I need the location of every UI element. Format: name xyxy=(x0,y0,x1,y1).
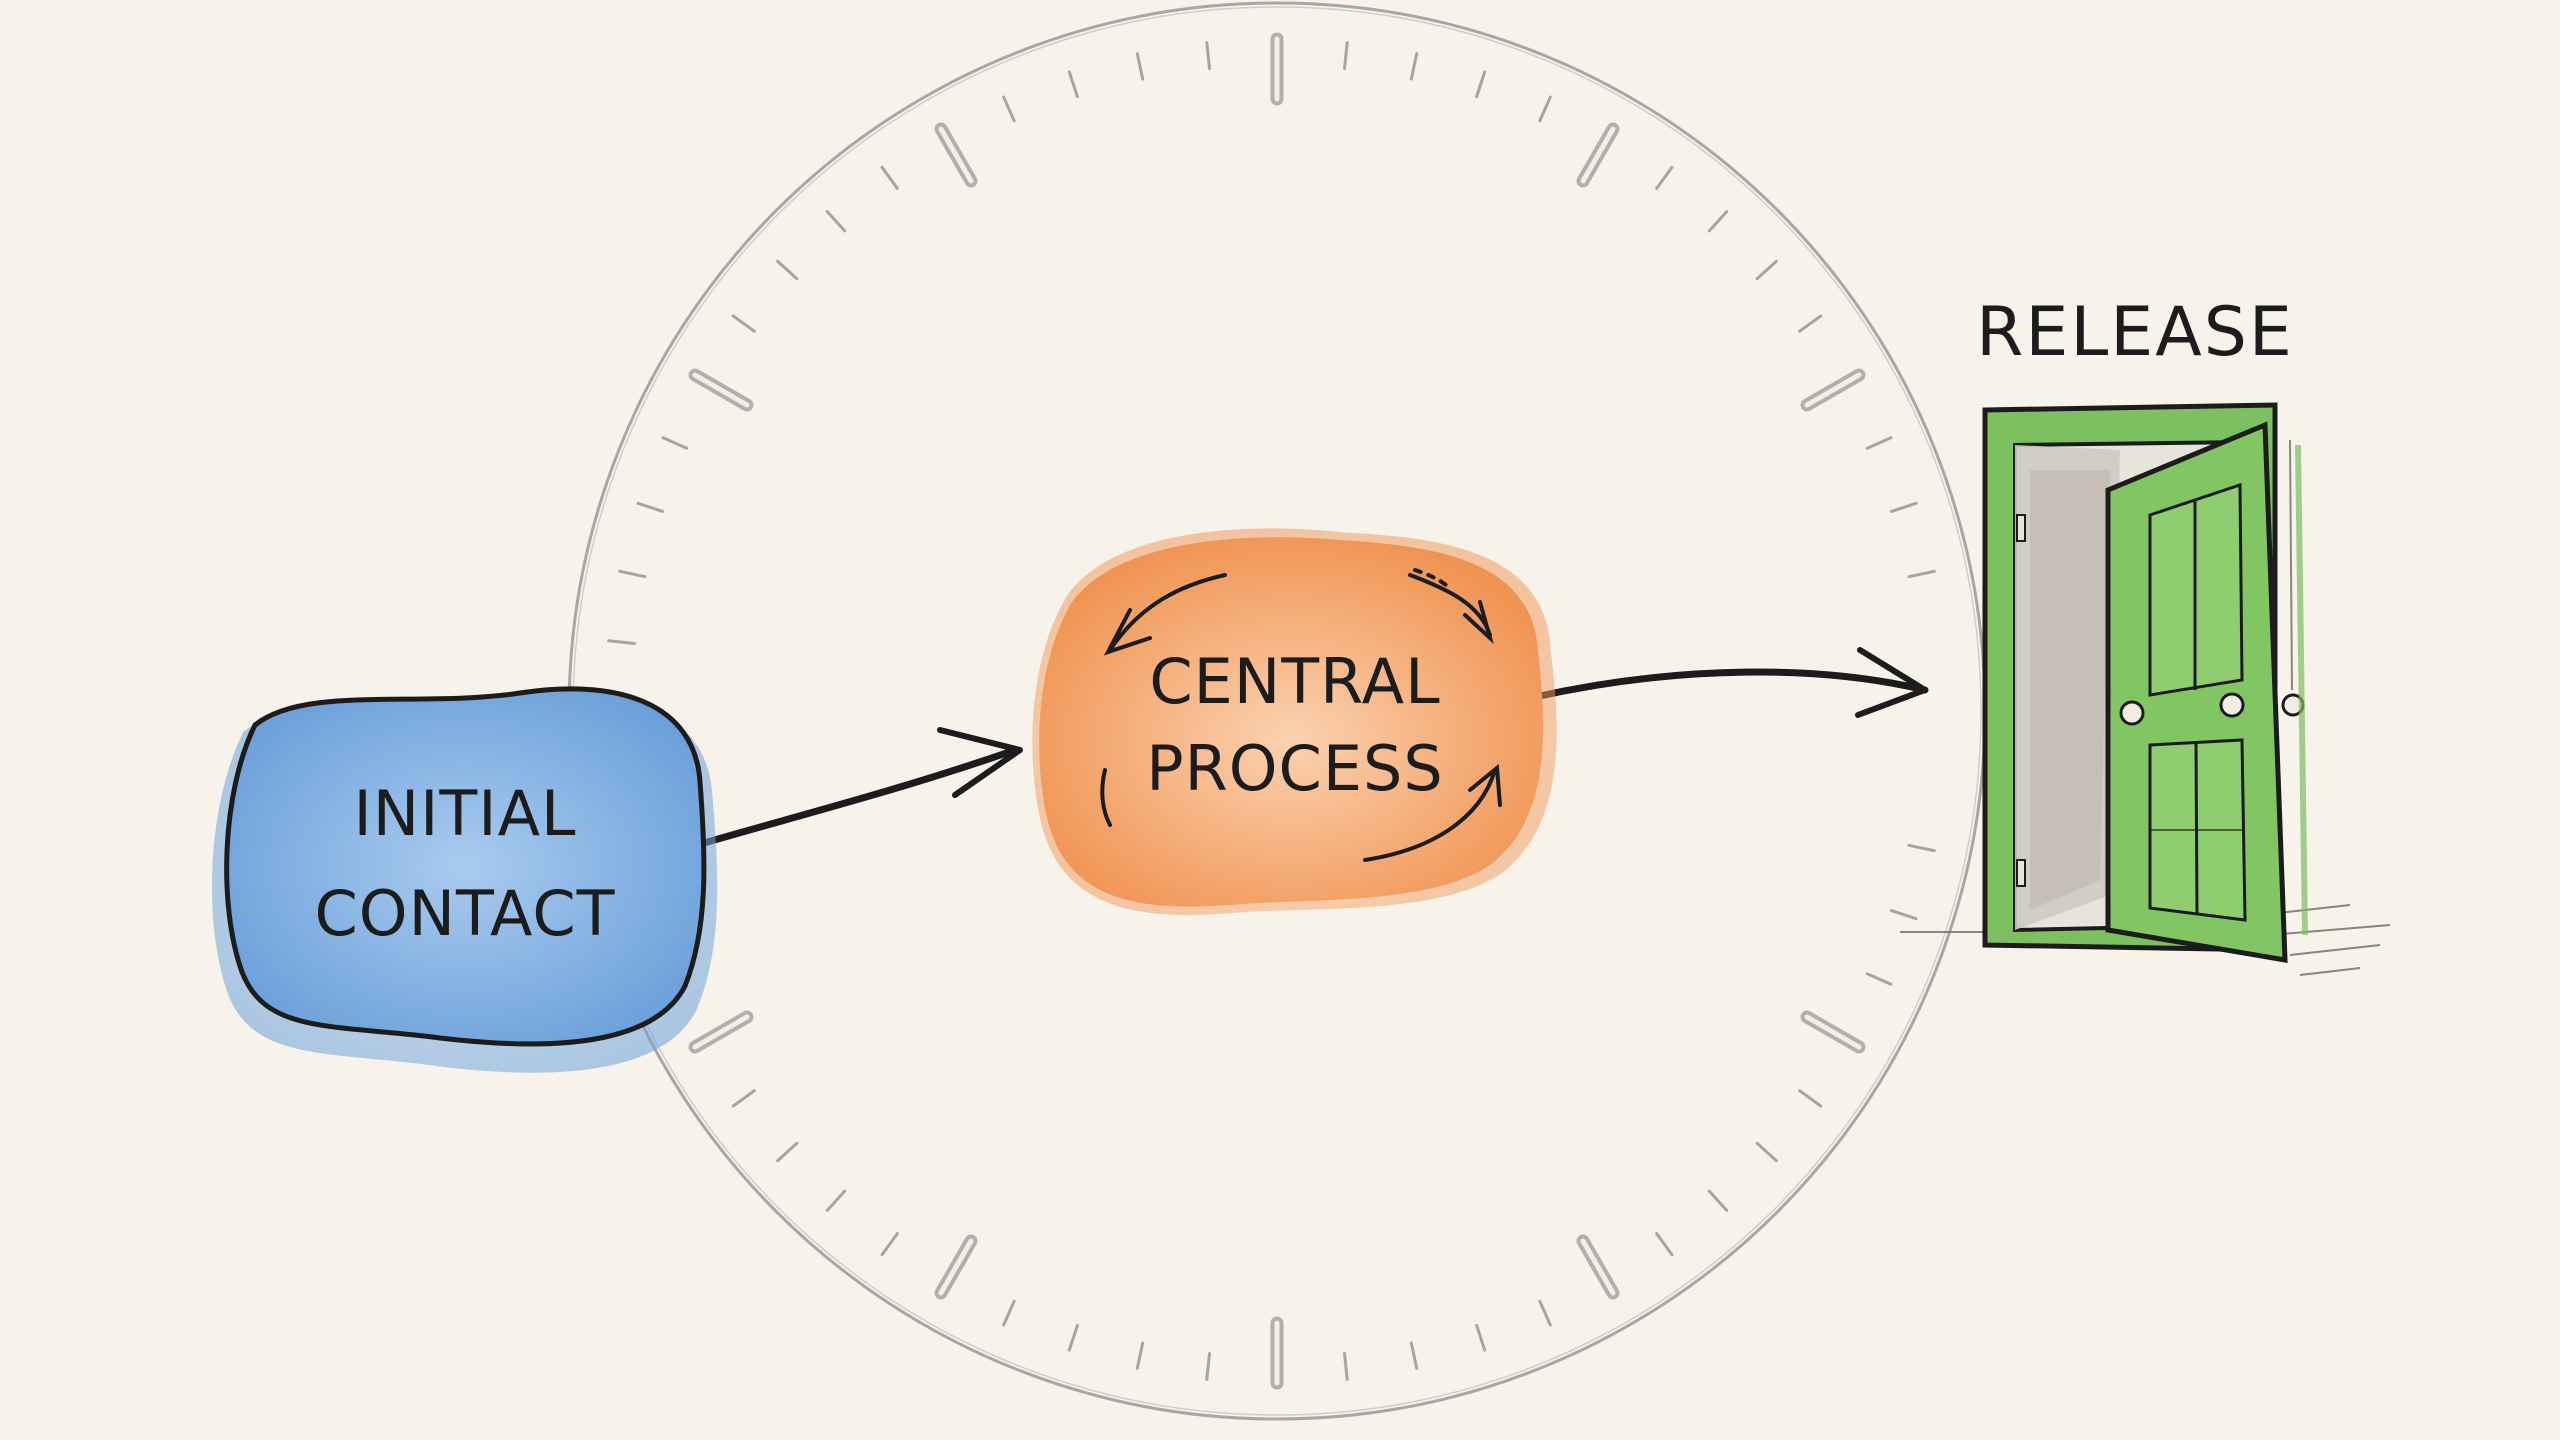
clock-minor-tick xyxy=(1135,1341,1145,1370)
node-release-label: RELEASE xyxy=(1976,293,2294,372)
clock-minor-tick xyxy=(1889,501,1918,513)
clock-minor-tick xyxy=(1475,70,1487,99)
clock-major-tick-highlight xyxy=(1580,126,1616,184)
clock-minor-tick xyxy=(1205,1352,1211,1381)
clock-minor-tick xyxy=(776,259,799,281)
clock-minor-tick xyxy=(825,210,847,233)
clock-minor-tick xyxy=(1067,70,1079,99)
clock-minor-tick xyxy=(1475,1323,1487,1352)
clock-minor-tick xyxy=(1798,314,1823,333)
node-central-label-line2: PROCESS xyxy=(1146,732,1443,805)
clock-minor-tick xyxy=(1707,210,1729,233)
clock-minor-tick xyxy=(776,1141,799,1163)
clock-ticks xyxy=(607,32,1936,1390)
node-initial-label-line1: INITIAL xyxy=(353,777,576,850)
clock-major-tick-highlight xyxy=(1804,372,1862,408)
clock-minor-tick xyxy=(825,1189,847,1212)
node-initial-label-line2: CONTACT xyxy=(314,877,615,950)
clock-minor-tick xyxy=(1865,972,1893,986)
clock-minor-tick xyxy=(1798,1089,1823,1108)
clock-minor-tick xyxy=(1538,1299,1552,1327)
clock-minor-tick xyxy=(1755,259,1778,281)
clock-minor-tick xyxy=(880,1232,899,1257)
clock-major-tick-highlight xyxy=(692,1014,750,1050)
clock-minor-tick xyxy=(731,314,756,333)
clock-minor-tick xyxy=(1538,95,1552,123)
clock-minor-tick xyxy=(607,639,636,645)
clock-minor-tick xyxy=(1135,52,1145,81)
clock-major-tick-highlight xyxy=(1804,1014,1862,1050)
clock-minor-tick xyxy=(618,569,647,579)
open-door-icon xyxy=(1900,402,2391,976)
clock-minor-tick xyxy=(880,165,899,190)
clock-minor-tick xyxy=(636,501,665,513)
clock-minor-tick xyxy=(1002,95,1016,123)
node-central-label-line1: CENTRAL xyxy=(1149,645,1440,718)
clock-minor-tick xyxy=(731,1089,756,1108)
clock-dial-icon xyxy=(567,1,1987,1421)
clock-minor-tick xyxy=(1205,41,1211,70)
clock-minor-tick xyxy=(1655,165,1674,190)
clock-major-tick-highlight xyxy=(938,126,974,184)
clock-minor-tick xyxy=(1655,1232,1674,1257)
clock-major-tick-highlight xyxy=(692,372,750,408)
clock-minor-tick xyxy=(1707,1189,1729,1212)
clock-minor-tick xyxy=(661,436,689,450)
node-initial-contact: INITIAL CONTACT xyxy=(211,686,718,1073)
clock-minor-tick xyxy=(1907,569,1936,579)
cycle-arrow-icon xyxy=(1100,568,1502,862)
clock-minor-tick xyxy=(1865,436,1893,450)
clock-minor-tick xyxy=(1409,1341,1419,1370)
clock-minor-tick xyxy=(1343,41,1349,70)
clock-minor-tick xyxy=(1889,909,1918,921)
clock-minor-tick xyxy=(1409,52,1419,81)
clock-minor-tick xyxy=(1343,1352,1349,1381)
node-central-process: CENTRAL PROCESS xyxy=(1032,528,1557,916)
clock-minor-tick xyxy=(1067,1323,1079,1352)
arrow-icon xyxy=(1531,647,1929,718)
clock-major-tick-highlight xyxy=(938,1238,974,1296)
clock-minor-tick xyxy=(1002,1299,1016,1327)
clock-major-tick-highlight xyxy=(1580,1238,1616,1296)
arrow-icon xyxy=(693,727,1023,849)
clock-minor-tick xyxy=(1755,1141,1778,1163)
clock-minor-tick xyxy=(1907,843,1936,853)
